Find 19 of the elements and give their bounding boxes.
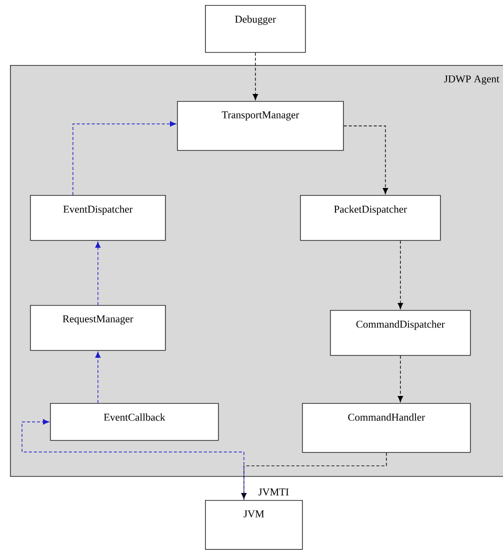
process-box: CommandHandler (302, 403, 471, 453)
arrow (241, 452, 387, 500)
arrow (95, 352, 101, 404)
arrow (252, 52, 258, 100)
process-box: CommandDispatcher (330, 310, 471, 356)
arrow (22, 419, 244, 500)
arrow (398, 355, 404, 402)
process-box: JVM (205, 500, 303, 550)
process-box: Debugger (205, 5, 306, 53)
arrow (72, 121, 176, 196)
process-box: EventCallback (50, 403, 219, 441)
interface-label: JVMTI (258, 488, 289, 496)
arrow (398, 240, 404, 310)
process-box: EventDispatcher (30, 195, 166, 241)
arrow (95, 242, 101, 306)
process-box: TransportManager (177, 101, 344, 151)
process-box: PacketDispatcher (300, 195, 441, 241)
arrow (343, 126, 388, 194)
process-box: RequestManager (30, 305, 166, 351)
